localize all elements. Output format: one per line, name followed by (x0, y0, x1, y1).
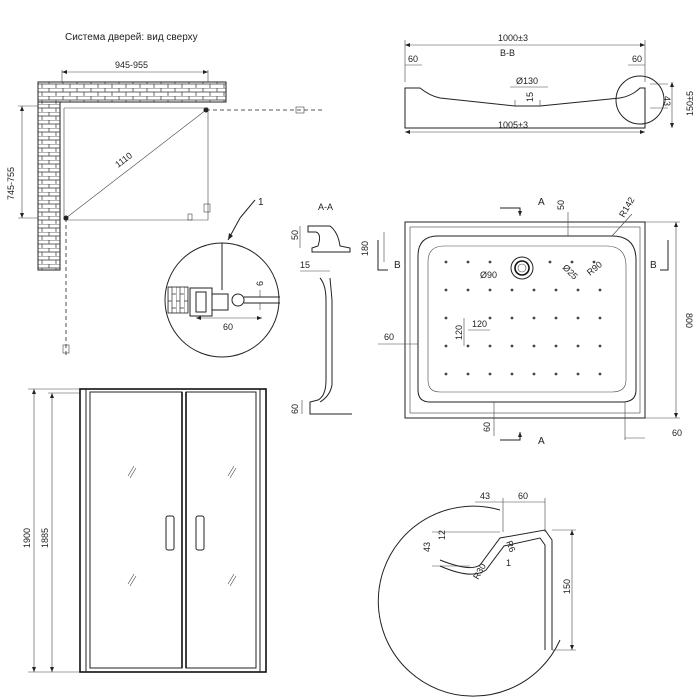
top-width-label: 945-955 (115, 60, 148, 70)
rim-dim-60-top: 60 (518, 491, 528, 501)
plan-dim-180: 180 (360, 241, 370, 256)
section-aa-title: A-A (318, 202, 333, 212)
aa-dim-60: 60 (290, 404, 300, 414)
plan-B-left: B (394, 260, 401, 271)
section-aa: A-A 50 15 60 (290, 202, 352, 415)
bb-right-60: 60 (632, 54, 642, 64)
plan-dim-800: 800 (684, 313, 694, 328)
plan-A-top: A (538, 197, 545, 208)
plan-dia25: Ø25 (561, 262, 580, 281)
detail-dim-6: 6 (255, 281, 265, 286)
top-view-title: Система дверей: вид сверху (65, 32, 198, 43)
plan-dim-120-h: 120 (472, 319, 487, 329)
bb-bottom-width: 1005±3 (498, 120, 528, 130)
plan-r142: R142 (617, 195, 636, 219)
front-view: 1900 1885 (22, 388, 267, 673)
aa-dim-15: 15 (300, 260, 310, 270)
wall-top (37, 81, 227, 103)
rim-r30: R30 (471, 562, 488, 581)
section-bb: B-B 1000±3 60 60 Ø130 15 43 150±5 1005±3 (404, 33, 695, 134)
bb-drain-depth: 15 (525, 92, 535, 102)
rim-r6: R6 (504, 539, 517, 553)
diagonal-label: 1110 (113, 150, 134, 169)
rim-profile: 43 60 12 43 R6 R30 1 150 (377, 491, 576, 697)
anti-slip-dots (444, 260, 602, 376)
top-view: Система дверей: вид сверху 945-955 745-7… (6, 32, 322, 355)
bb-top-width: 1000±3 (498, 33, 528, 43)
detail-dim-60: 60 (223, 322, 233, 332)
front-height-door: 1885 (40, 528, 50, 548)
rim-dim-12: 12 (437, 530, 447, 540)
callout-number: 1 (258, 197, 264, 208)
plan-r90: R90 (585, 259, 604, 277)
plan-dim-50: 50 (556, 200, 566, 210)
aa-dim-50: 50 (290, 230, 300, 240)
wall-left (37, 101, 61, 271)
plan-dim-60-right: 60 (672, 428, 682, 438)
plan-dim-60-left: 60 (384, 332, 394, 342)
rim-dim-43-top: 43 (480, 491, 490, 501)
detail-view: 6 60 (164, 242, 280, 358)
bb-height: 150±5 (685, 91, 695, 116)
plan-dim-60-bottom: 60 (482, 422, 492, 432)
plan-B-right: B (650, 260, 657, 271)
rim-dim-43-side: 43 (422, 542, 432, 552)
top-depth-label: 745-755 (6, 167, 16, 200)
bb-dim-43: 43 (662, 96, 672, 106)
plan-dia90: Ø90 (480, 270, 497, 280)
plan-A-bottom: A (538, 436, 545, 447)
plan-dim-120-v: 120 (454, 325, 464, 340)
rim-dim-1: 1 (506, 558, 511, 568)
rim-dim-150: 150 (562, 579, 572, 594)
section-bb-title: B-B (500, 48, 515, 58)
front-height-total: 1900 (22, 528, 32, 548)
bb-drain-dia: Ø130 (516, 76, 538, 86)
bb-left-60: 60 (408, 54, 418, 64)
tray-plan: A A B B 50 R142 180 Ø90 (360, 195, 694, 447)
